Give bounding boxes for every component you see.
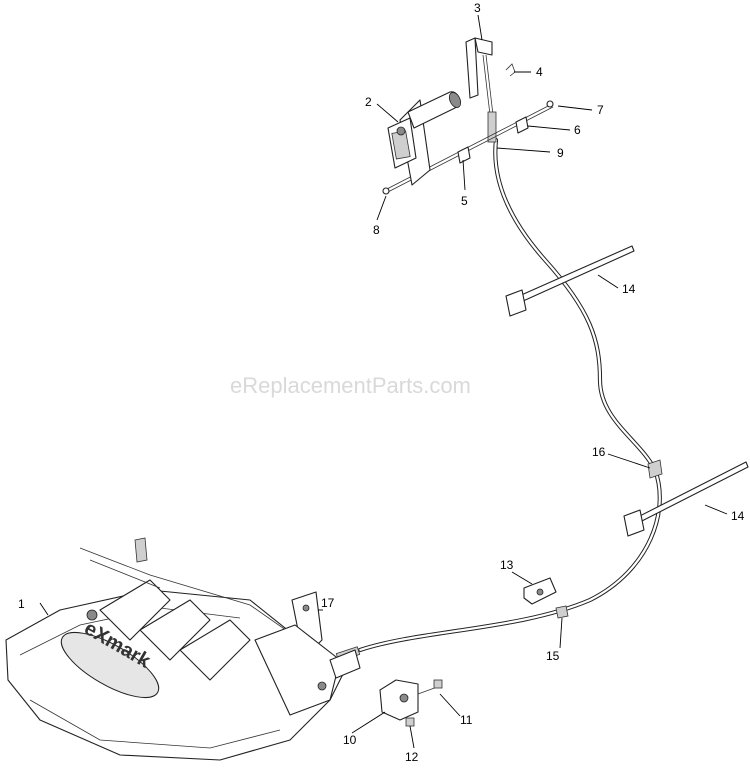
- callout-1: 1: [18, 597, 25, 611]
- control-bracket-assembly: [382, 37, 554, 195]
- callout-7: 7: [597, 103, 604, 117]
- callout-2: 2: [365, 95, 372, 109]
- cable-clip: [647, 459, 663, 479]
- watermark: eReplacementParts.com: [230, 373, 471, 398]
- callout-8: 8: [373, 223, 380, 237]
- cable-tie-upper: [505, 245, 635, 317]
- callout-16: 16: [592, 445, 606, 459]
- leader-lines: [39, 14, 728, 749]
- callout-13: 13: [500, 558, 514, 572]
- callout-15: 15: [546, 649, 560, 663]
- callout-17: 17: [321, 596, 335, 610]
- callout-12: 12: [405, 750, 419, 764]
- callout-4: 4: [536, 65, 543, 79]
- callout-3: 3: [474, 1, 481, 15]
- callout-labels: 1 2 3 4 5 6 7 8 9 10 11 12 13 14 14 15 1…: [18, 1, 745, 764]
- mounting-bracket: [379, 679, 443, 727]
- callout-6: 6: [574, 123, 581, 137]
- callout-9: 9: [557, 146, 564, 160]
- cable-bracket: [523, 577, 557, 605]
- callout-14-upper: 14: [622, 282, 636, 296]
- throttle-cable: [329, 137, 662, 663]
- callout-11: 11: [460, 713, 473, 727]
- engine-shroud: eXmark: [5, 537, 361, 761]
- cable-tie-lower: [623, 461, 749, 537]
- callout-5: 5: [461, 194, 468, 208]
- cable-clip-small: [555, 605, 569, 619]
- callout-10: 10: [343, 733, 357, 747]
- callout-14-lower: 14: [731, 509, 745, 523]
